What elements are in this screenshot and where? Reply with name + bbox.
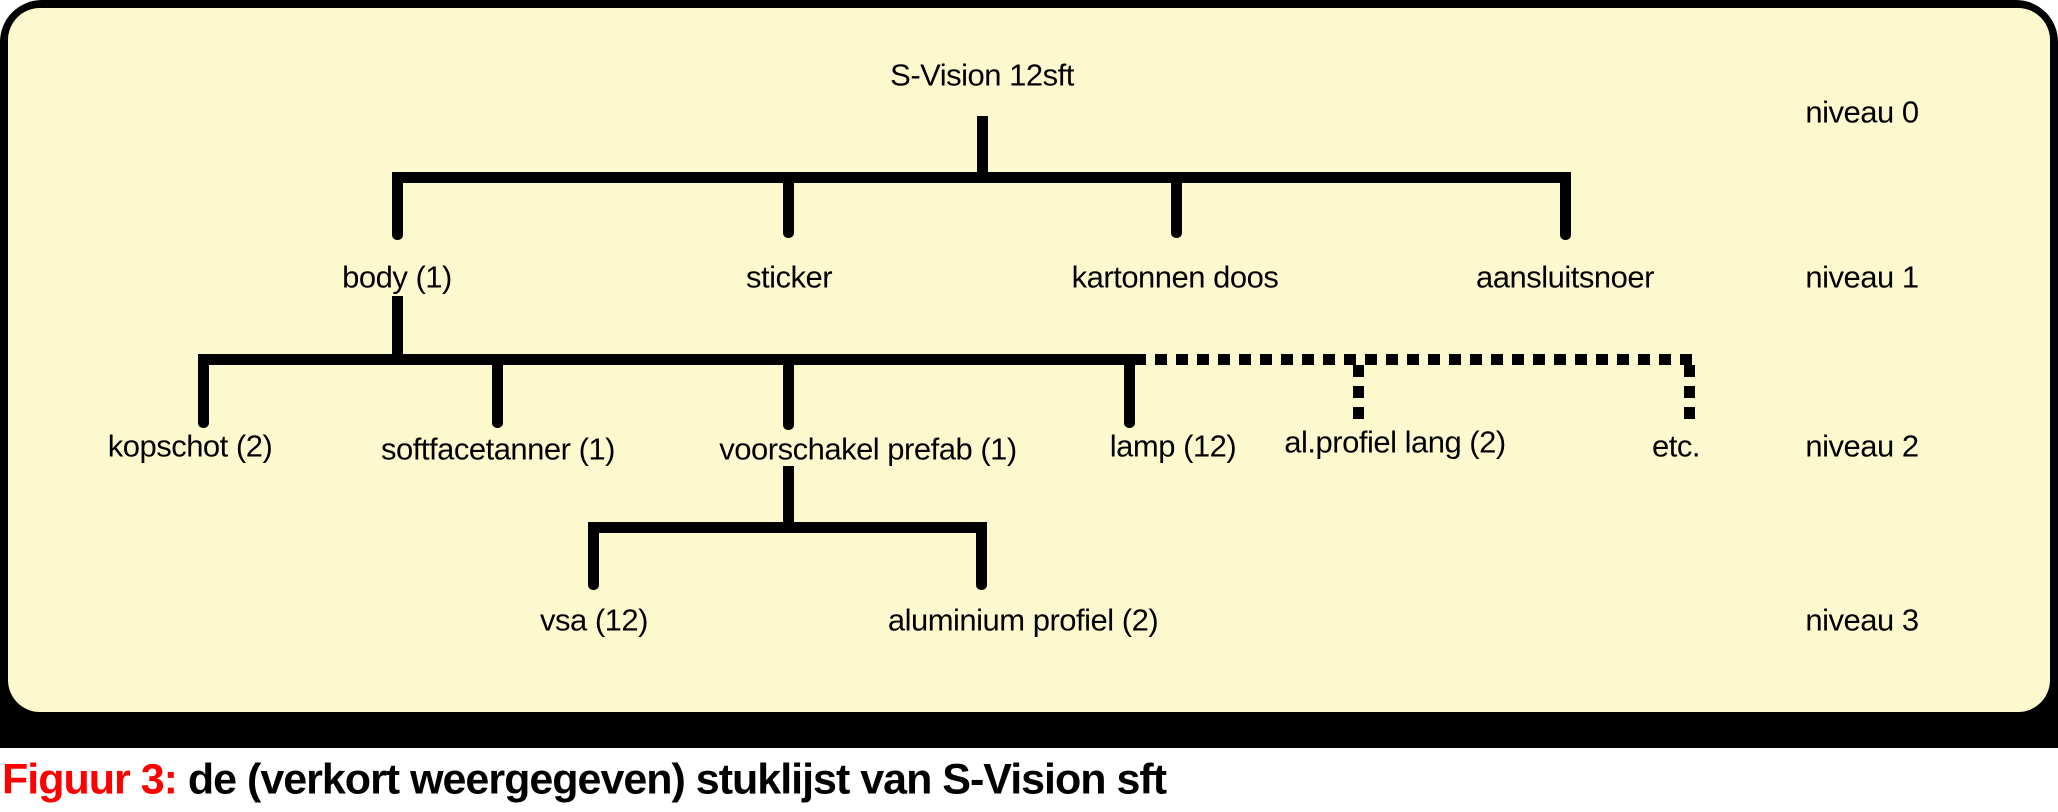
- connector-drop-aluminium: [976, 522, 987, 590]
- connector-drop-body: [392, 172, 403, 240]
- node-kartonnen-doos: kartonnen doos: [1071, 259, 1279, 295]
- connector-root-vertical: [977, 116, 988, 178]
- connector-level2-bar-dotted: [1134, 354, 1695, 365]
- connector-drop-etc-dotted: [1684, 365, 1695, 421]
- node-etc: etc.: [1652, 428, 1700, 464]
- node-vsa: vsa (12): [540, 602, 648, 638]
- connector-drop-vsa: [588, 522, 599, 590]
- node-kopschot: kopschot (2): [107, 428, 273, 464]
- node-sticker: sticker: [745, 259, 833, 295]
- level-label-niveau-0: niveau 0: [1805, 94, 1919, 130]
- figure-caption: Figuur 3: de (verkort weergegeven) stukl…: [2, 755, 1167, 804]
- connector-drop-aansluitsnoer: [1560, 172, 1571, 240]
- node-root: S-Vision 12sft: [890, 57, 1074, 93]
- connector-level2-bar-solid: [198, 354, 1134, 365]
- level-label-niveau-3: niveau 3: [1805, 602, 1919, 638]
- node-voorschakel-prefab: voorschakel prefab (1): [719, 431, 1017, 467]
- connector-drop-lamp: [1124, 354, 1135, 428]
- connector-body-vertical: [392, 296, 403, 360]
- node-lamp: lamp (12): [1109, 428, 1237, 464]
- connector-level1-bar: [392, 172, 1571, 183]
- figure-caption-text: de (verkort weergegeven) stuklijst van S…: [176, 755, 1167, 804]
- connector-drop-sticker: [783, 183, 794, 238]
- connector-voorschakel-vertical: [783, 466, 794, 533]
- connector-drop-voorschakel: [783, 365, 794, 430]
- node-aansluitsnoer: aansluitsnoer: [1476, 259, 1654, 295]
- connector-drop-kopschot: [198, 354, 209, 428]
- connector-drop-softfacetanner: [492, 365, 503, 428]
- node-aluminium-profiel: aluminium profiel (2): [887, 602, 1159, 638]
- node-alprofiel-lang: al.profiel lang (2): [1284, 424, 1506, 460]
- node-body: body (1): [342, 259, 452, 295]
- connector-drop-kartonnen-doos: [1171, 183, 1182, 238]
- connector-drop-alprofiel-dotted: [1353, 365, 1364, 421]
- connector-level3-bar: [588, 522, 987, 533]
- node-softfacetanner: softfacetanner (1): [381, 431, 615, 467]
- level-label-niveau-1: niveau 1: [1805, 259, 1919, 295]
- level-label-niveau-2: niveau 2: [1805, 428, 1919, 464]
- figure-caption-number: Figuur 3:: [2, 755, 178, 804]
